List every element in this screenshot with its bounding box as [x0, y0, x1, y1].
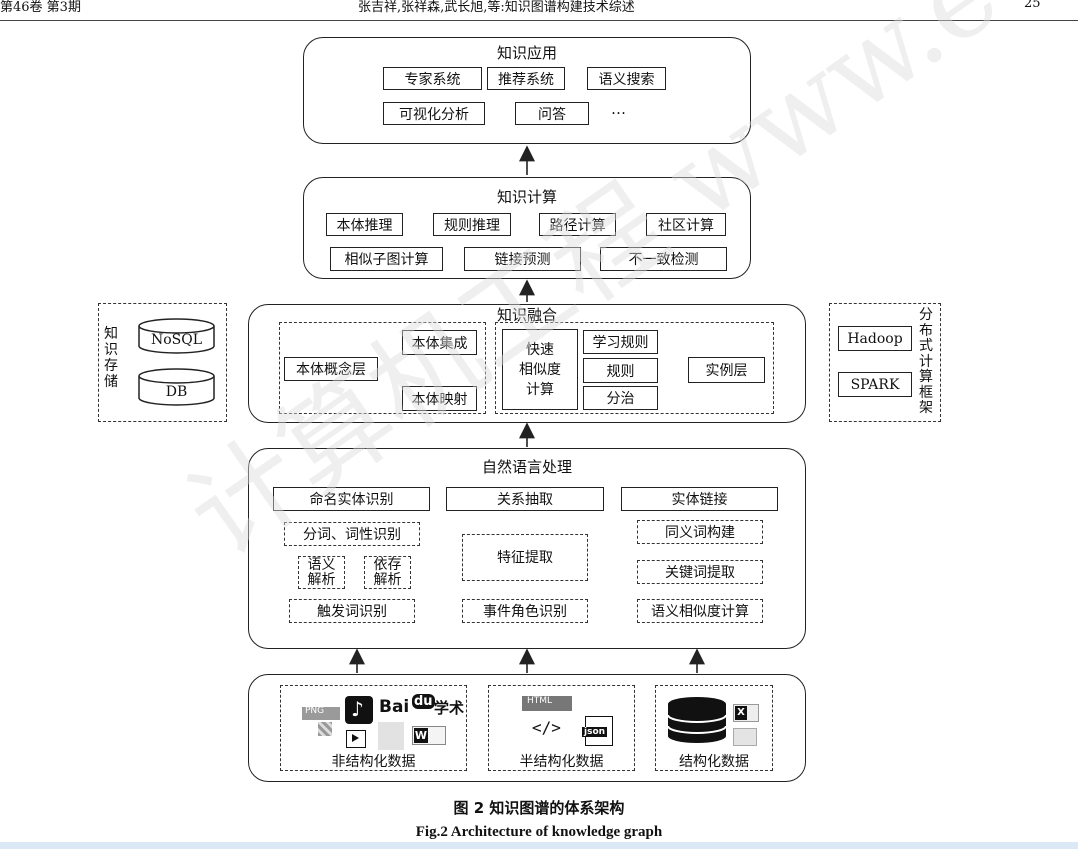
word-w: W	[414, 728, 428, 743]
app-expert-system: 专家系统	[383, 67, 482, 90]
baidu-text: Bai	[379, 697, 410, 717]
rules-box: 规则	[583, 358, 658, 383]
excel-x: X	[735, 706, 747, 720]
db-label: DB	[165, 384, 188, 400]
html-file-icon: HTML	[522, 696, 572, 711]
feature-extraction-box: 特征提取	[462, 534, 588, 581]
hadoop-box: Hadoop	[838, 326, 912, 351]
trigger-word-box: 触发词识别	[289, 599, 415, 623]
header-center: 张吉祥,张祥森,武长旭,等:知识图谱构建技术综述	[358, 0, 635, 15]
db-cylinder: DB	[138, 368, 215, 406]
application-layer-title: 知识应用	[496, 44, 557, 62]
header-left: 第46卷 第3期	[0, 0, 81, 15]
instance-layer-box: 实例层	[688, 357, 765, 383]
spark-box: SPARK	[838, 372, 912, 397]
ontology-mapping-box: 本体映射	[402, 386, 477, 411]
unstructured-label: 非结构化数据	[331, 754, 416, 770]
segmentation-box: 分词、词性识别	[284, 522, 420, 546]
header-page-number: 25	[1024, 0, 1041, 11]
semantic-similarity-box: 语义相似度计算	[637, 599, 763, 623]
baidu-scholar-logo: Bai du 学术	[379, 694, 469, 722]
compute-similar-subgraph: 相似子图计算	[330, 247, 443, 271]
fusion-layer-title: 知识融合	[496, 306, 557, 324]
structured-label: 结构化数据	[679, 754, 749, 770]
sql-file-icon	[733, 728, 757, 746]
app-semantic-search: 语义搜索	[587, 67, 666, 90]
dependency-parse-box: 依存 解析	[364, 556, 411, 589]
html-text: HTML	[527, 696, 553, 706]
compute-inconsistency: 不一致检测	[600, 247, 727, 271]
computing-layer-title: 知识计算	[496, 188, 557, 206]
png-text: PNG	[305, 706, 325, 716]
distributed-panel	[829, 303, 941, 422]
caption-zh: 图 2 知识图谱的体系架构	[453, 799, 625, 817]
instance-region	[495, 322, 774, 414]
json-file-icon: json	[582, 716, 613, 746]
nosql-label: NoSQL	[150, 332, 203, 348]
storage-panel-label: 知 识 存 储	[104, 326, 118, 390]
app-visual-analysis: 可视化分析	[383, 102, 485, 125]
png-file-icon: PNG	[302, 706, 340, 720]
page-header: 第46卷 第3期 张吉祥,张祥森,武长旭,等:知识图谱构建技术综述 25	[0, 0, 1078, 21]
ontology-integration-box: 本体集成	[402, 330, 477, 355]
music-note-glyph: ♪	[351, 697, 364, 721]
compute-link-prediction: 链接预测	[464, 247, 581, 271]
compute-path: 路径计算	[539, 213, 616, 236]
semantic-parse-box: 语义 解析	[298, 556, 345, 589]
video-file-icon	[346, 730, 366, 748]
keyword-box: 关键词提取	[637, 560, 763, 584]
nosql-cylinder: NoSQL	[138, 318, 215, 354]
ontology-region	[279, 322, 486, 414]
bottom-bar	[0, 842, 1078, 849]
code-icon: </>	[532, 718, 561, 737]
database-icon	[667, 696, 727, 744]
compute-rule-reasoning: 规则推理	[433, 213, 511, 236]
word-file-icon: W	[412, 726, 446, 745]
fast-similarity-box: 快速 相似度 计算	[502, 329, 578, 410]
event-role-box: 事件角色识别	[462, 599, 588, 623]
learning-rules-box: 学习规则	[583, 330, 658, 354]
entity-linking-box: 实体链接	[621, 487, 778, 511]
distributed-panel-label: 分 布 式 计 算 框 架	[919, 307, 933, 416]
semistructured-label: 半结构化数据	[519, 754, 604, 770]
app-qa: 问答	[515, 102, 589, 125]
app-recommendation: 推荐系统	[487, 67, 565, 90]
compute-ontology-reasoning: 本体推理	[326, 213, 403, 236]
document-file-icon	[378, 722, 404, 750]
json-text: json	[582, 727, 608, 737]
synonym-box: 同义词构建	[637, 520, 763, 544]
caption-en: Fig.2 Architecture of knowledge graph	[415, 824, 663, 840]
music-file-icon: ♪	[345, 696, 373, 724]
image-thumbnail-icon	[318, 722, 332, 736]
structured-region	[655, 685, 773, 771]
divide-conquer-box: 分治	[583, 386, 658, 410]
relation-extraction-box: 关系抽取	[446, 487, 604, 511]
baidu-paw: du	[412, 694, 435, 709]
ner-box: 命名实体识别	[273, 487, 430, 511]
compute-community: 社区计算	[646, 213, 726, 236]
nlp-layer-title: 自然语言处理	[481, 458, 572, 476]
application-layer	[303, 37, 751, 144]
semistructured-region	[488, 685, 635, 771]
storage-panel	[98, 303, 227, 422]
concept-layer-box: 本体概念层	[284, 357, 378, 381]
unstructured-region	[280, 685, 467, 771]
excel-file-icon: X	[733, 704, 759, 722]
app-more: …	[611, 100, 626, 118]
xueshu-text: 学术	[434, 699, 465, 717]
